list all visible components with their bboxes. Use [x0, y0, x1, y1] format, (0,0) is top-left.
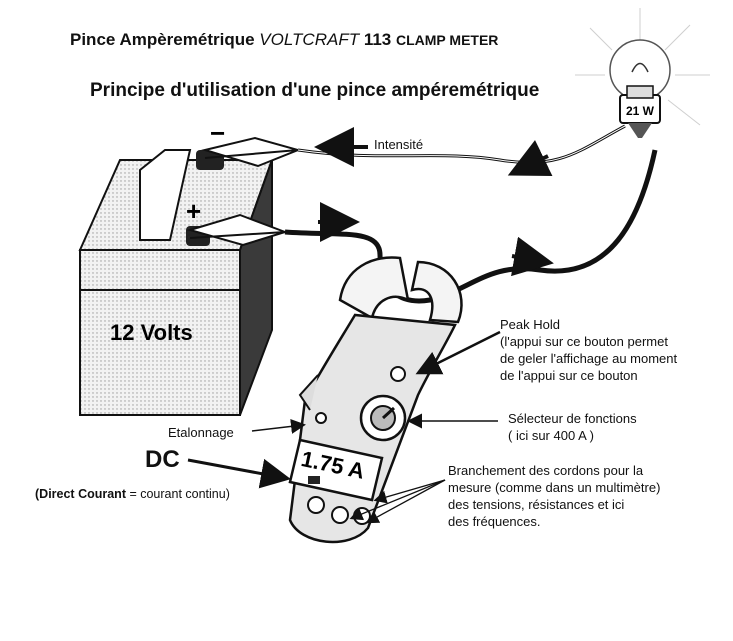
title-model: 113: [363, 30, 392, 49]
dc-label: DC: [145, 446, 180, 473]
supply-wire: [284, 149, 658, 304]
peak-hold-line-4: de l'appui sur ce bouton: [500, 368, 638, 383]
sockets-line-4: des fréquences.: [448, 514, 541, 529]
calibration-leader: [251, 418, 306, 434]
battery-voltage-label: 12 Volts: [110, 320, 193, 345]
peak-hold-leader: [415, 330, 501, 375]
socket-leader-3: [365, 479, 446, 524]
bulb-power-label: 21 W: [626, 104, 655, 118]
dc-note-rest: = courant continu): [125, 487, 230, 501]
dc-leader: [187, 458, 291, 489]
sockets-line-3: des tensions, résistances et ici: [448, 497, 625, 512]
peak-hold-line-1: Peak Hold: [500, 317, 560, 332]
title-prefix: Pince Ampèremétrique: [70, 30, 255, 49]
return-wire-highlight: [297, 125, 626, 164]
negative-terminal-sign: −: [210, 118, 225, 148]
positive-terminal-sign: +: [186, 196, 201, 226]
calibration-annotation: Etalonnage: [168, 425, 234, 440]
socket-leader-1: [373, 479, 446, 504]
sockets-line-2: mesure (comme dans un multimètre): [448, 480, 661, 495]
selector-annotation: Sélecteur de fonctions ( ici sur 400 A ): [508, 410, 637, 444]
dc-note-bold: (Direct Courant: [35, 487, 126, 501]
dc-note: (Direct Courant = courant continu): [35, 487, 230, 501]
selector-line-2: ( ici sur 400 A ): [508, 428, 594, 443]
current-label: Intensité: [374, 137, 424, 152]
battery: [78, 149, 274, 416]
sockets-line-1: Branchement des cordons pour la: [448, 463, 644, 478]
current-arrow-supply: [511, 236, 554, 277]
bulb-icon: [575, 8, 710, 138]
diagram-title: Pince Ampèremétrique VOLTCRAFT 113 CLAMP…: [70, 30, 498, 50]
selector-line-1: Sélecteur de fonctions: [508, 411, 637, 426]
peak-hold-line-2: (l'appui sur ce bouton permet: [500, 334, 668, 349]
peak-hold-line-3: de geler l'affichage au moment: [500, 351, 678, 366]
return-wire: [297, 124, 626, 165]
peak-hold-annotation: Peak Hold (l'appui sur ce bouton permet …: [500, 316, 677, 384]
current-arrow-return: [507, 140, 553, 177]
sockets-annotation: Branchement des cordons pour la mesure (…: [448, 462, 660, 530]
diagram-subtitle: Principe d'utilisation d'une pince ampér…: [90, 80, 540, 101]
clamp-meter: [288, 256, 463, 544]
title-brand: VOLTCRAFT: [259, 30, 360, 49]
title-suffix: CLAMP METER: [396, 32, 499, 48]
